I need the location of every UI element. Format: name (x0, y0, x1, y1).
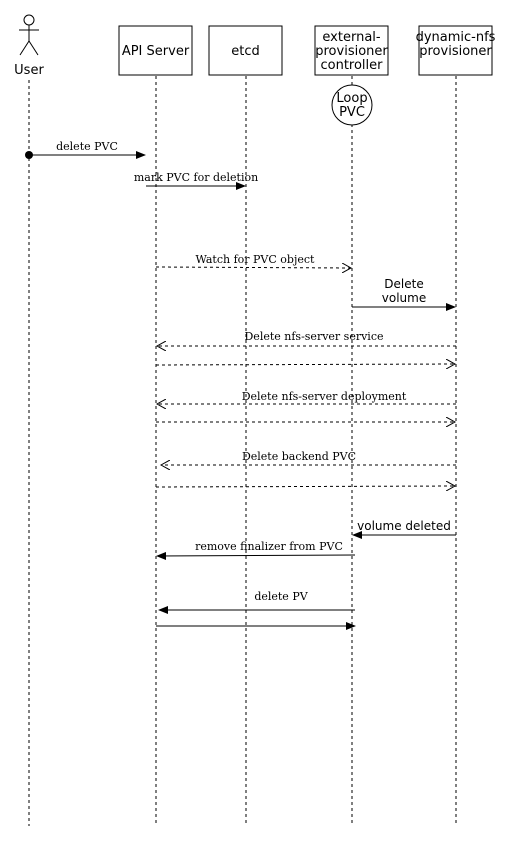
msg-delete-volume-2: volume (382, 291, 426, 305)
arrow-remove-finalizer (156, 551, 356, 560)
external-provisioner-box (314, 25, 389, 76)
external-provisioner-label-2: provisioner (315, 44, 388, 59)
msg-watch-pvc: Watch for PVC object (196, 253, 316, 266)
user-actor-icon (19, 14, 39, 56)
etcd-label: etcd (231, 44, 260, 59)
dynamic-nfs-label-2: provisioner (419, 44, 492, 59)
msg-delete-nfs-service: Delete nfs-server service (244, 330, 383, 343)
api-server-label: API Server (122, 44, 190, 59)
external-provisioner-label-3: controller (320, 58, 383, 73)
arrow-nfs-service-return (155, 364, 455, 365)
etcd-box (208, 25, 283, 76)
loop-label-2: PVC (339, 105, 365, 120)
loop-label-1: Loop (336, 91, 367, 106)
loop-circle (331, 84, 373, 126)
msg-delete-pvc: delete PVC (56, 140, 118, 153)
msg-mark-pvc: mark PVC for deletion (134, 171, 258, 184)
api-server-box (118, 25, 193, 76)
msg-volume-deleted: volume deleted (357, 519, 451, 533)
external-provisioner-label-1: external- (322, 30, 380, 45)
msg-delete-volume-1: Delete (384, 277, 423, 291)
msg-remove-finalizer: remove finalizer from PVC (195, 540, 343, 553)
arrow-watch-pvc (155, 267, 351, 268)
msg-delete-backend-pvc: Delete backend PVC (242, 450, 356, 463)
msg-delete-pv: delete PV (254, 590, 308, 603)
arrow-backend-pvc-return (155, 486, 455, 487)
user-label: User (14, 63, 44, 78)
dynamic-nfs-label-1: dynamic-nfs (416, 30, 496, 45)
msg-delete-nfs-deployment: Delete nfs-server deployment (242, 390, 407, 403)
dynamic-nfs-box (418, 25, 493, 76)
